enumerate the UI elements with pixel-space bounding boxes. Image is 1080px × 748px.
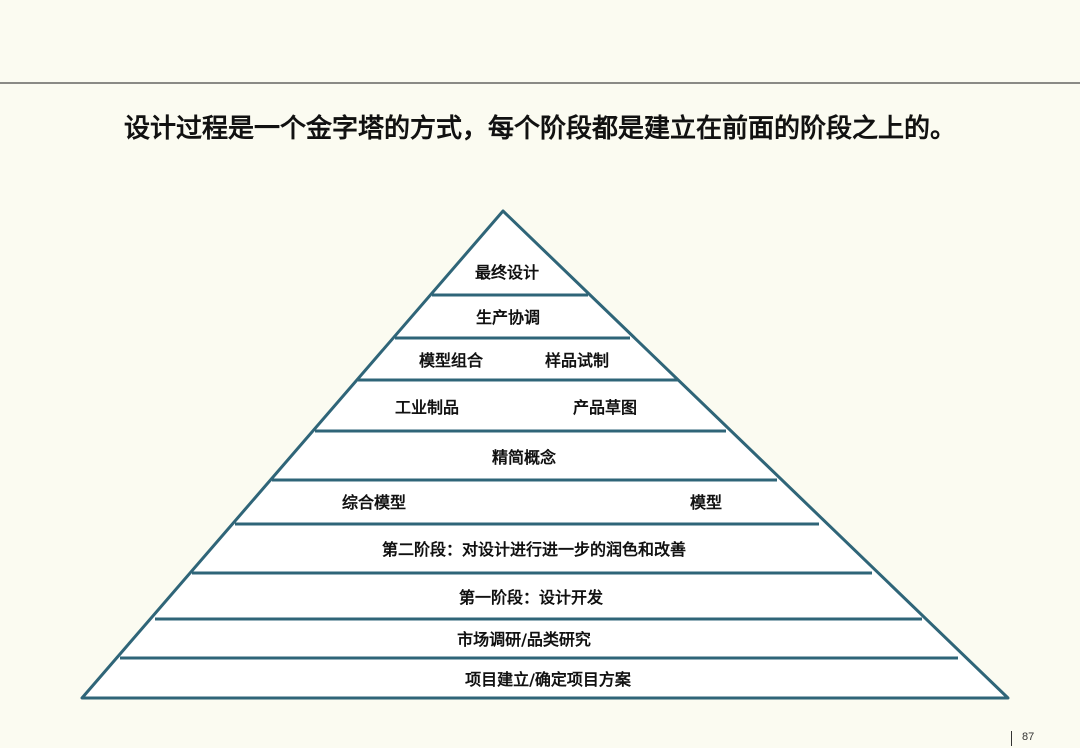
level-model-assembly: 模型组合 (418, 351, 484, 370)
level-industrial-product: 工业制品 (394, 398, 460, 417)
level-phase-one: 第一阶段：设计开发 (458, 588, 604, 607)
level-model: 模型 (689, 493, 723, 512)
page-number: 87 (1022, 731, 1035, 743)
level-product-sketch: 产品草图 (572, 398, 638, 417)
level-project-setup: 项目建立/确定项目方案 (465, 670, 631, 689)
pyramid-outline (80, 209, 1010, 700)
page-number-divider (1011, 731, 1012, 746)
slide-title: 设计过程是一个金字塔的方式，每个阶段都是建立在前面的阶段之上的。 (123, 114, 956, 144)
pyramid-dividers (120, 293, 958, 660)
top-divider (0, 82, 1080, 84)
level-sample-trial: 样品试制 (544, 351, 610, 370)
level-market-research: 市场调研/品类研究 (457, 630, 591, 649)
level-final-design: 最终设计 (474, 263, 540, 282)
level-phase-two: 第二阶段：对设计进行进一步的润色和改善 (381, 540, 687, 559)
level-refined-concept: 精简概念 (491, 448, 557, 467)
level-production-coordination: 生产协调 (475, 308, 541, 327)
level-integrated-model: 综合模型 (341, 493, 407, 512)
